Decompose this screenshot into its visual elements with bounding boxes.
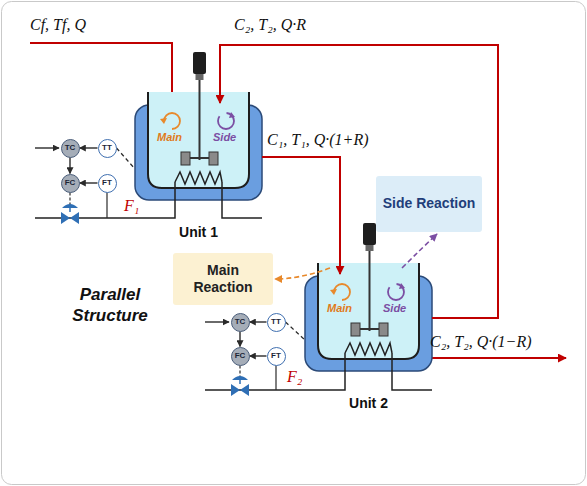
signal-line [106, 193, 107, 219]
signal-line [80, 147, 98, 148]
callout-box: Main Reaction [173, 253, 273, 305]
temperature-controller: TC [231, 313, 250, 332]
flow-label: F₁ [124, 197, 139, 215]
reactor-drawing [135, 52, 262, 200]
control-valve [231, 384, 249, 396]
signal-line [250, 321, 267, 322]
feed-stream [30, 43, 172, 100]
coolant-line [392, 353, 432, 390]
stream-label: C₂, T₂, Q·(1−R) [430, 333, 531, 351]
callout-text: Main Reaction [179, 262, 267, 297]
instrument-tag: FC [235, 352, 246, 360]
valve-stem [69, 208, 71, 212]
instrument-tag: TC [235, 318, 246, 326]
structure-title: Parallel Structure [55, 284, 165, 327]
reactor-drawing [305, 223, 432, 371]
signal-line [250, 355, 267, 356]
sensor-line [286, 322, 306, 340]
setpoint-line [35, 147, 59, 148]
signal-line [69, 193, 70, 207]
reaction-tag: Main [157, 131, 182, 143]
instrument-tag: FC [65, 179, 76, 187]
valve-actuator [62, 204, 78, 208]
unit-label: Unit 1 [135, 224, 262, 240]
reaction-tag: Main [327, 302, 352, 314]
signal-line [239, 332, 240, 347]
temperature-transmitter: TT [98, 139, 117, 158]
instrument-tag: TT [271, 318, 281, 326]
setpoint-line [205, 321, 229, 322]
valve-stem [239, 380, 241, 384]
coolant-line [205, 353, 345, 390]
flow-controller: FC [231, 347, 250, 366]
temperature-controller: TC [61, 139, 80, 158]
callout-text: Side Reaction [383, 195, 476, 213]
reaction-pointer [275, 268, 330, 279]
sensor-line [117, 148, 136, 169]
reactor-unit: Unit 1 [135, 97, 262, 200]
callout-box: Side Reaction [376, 176, 482, 232]
reaction-pointer [402, 234, 437, 268]
unit-label: Unit 2 [305, 395, 432, 411]
flow-label: F₂ [287, 368, 302, 386]
stream-label: Cf, Tf, Q [30, 16, 86, 34]
temperature-transmitter: TT [267, 313, 286, 332]
coolant-line [222, 182, 262, 218]
instrument-tag: FT [271, 352, 281, 360]
signal-line [275, 366, 276, 391]
flow-transmitter: FT [267, 347, 286, 366]
stream-label: C₁, T₁, Q·(1+R) [265, 131, 370, 149]
process-stream [262, 157, 340, 274]
stream-label: C₂, T₂, Q·R [232, 16, 308, 34]
valve-actuator [232, 376, 248, 380]
flow-controller: FC [61, 174, 80, 193]
instrument-tag: TC [65, 144, 76, 152]
instrument-tag: TT [102, 144, 112, 152]
reaction-tag: Side [383, 302, 406, 314]
instrument-tag: FT [102, 179, 112, 187]
product-stream [432, 357, 566, 359]
reactor-unit: Unit 2 [305, 268, 432, 371]
signal-line [69, 158, 70, 174]
reaction-tag: Side [213, 131, 236, 143]
flow-transmitter: FT [98, 174, 117, 193]
signal-line [80, 182, 98, 183]
control-valve [61, 212, 79, 224]
